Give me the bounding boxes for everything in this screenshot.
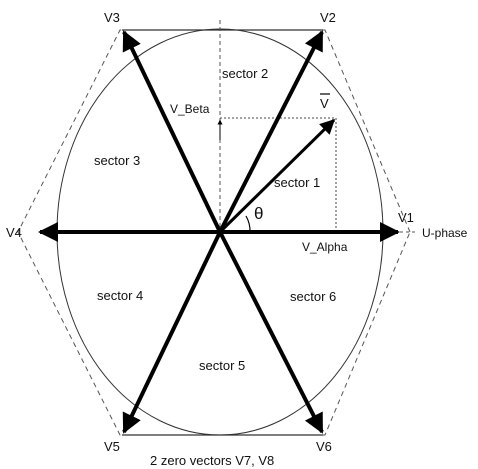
sector-label-6: sector 6 — [290, 289, 336, 304]
vector-v5-arrow — [122, 231, 222, 434]
reference-vector-arrow — [218, 118, 336, 234]
outer-dashed-hexagon — [17, 29, 411, 436]
v-beta-label: V_Beta — [170, 102, 210, 116]
vertex-label-v2: V2 — [320, 10, 336, 25]
sector-label-3: sector 3 — [94, 153, 140, 168]
vertex-label-v6: V6 — [316, 439, 332, 454]
reference-vector-label: V — [320, 96, 329, 111]
vector-v2-arrow — [218, 30, 324, 233]
theta-label: θ — [254, 204, 263, 223]
vertex-label-v5: V5 — [104, 439, 120, 454]
vector-v3-arrow — [122, 30, 222, 233]
sector-label-4: sector 4 — [97, 288, 143, 303]
sector-label-1: sector 1 — [274, 175, 320, 190]
u-phase-label: U-phase — [422, 226, 468, 240]
v-alpha-label: V_Alpha — [302, 240, 348, 254]
theta-arc — [245, 215, 251, 233]
vertex-label-v4: V4 — [6, 225, 22, 240]
vertex-label-v3: V3 — [104, 10, 120, 25]
sector-label-5: sector 5 — [199, 358, 245, 373]
sector-label-2: sector 2 — [222, 66, 268, 81]
vector-v6-arrow — [218, 231, 324, 434]
vertex-label-v1: V1 — [398, 210, 414, 225]
zero-vectors-caption: 2 zero vectors V7, V8 — [150, 453, 274, 468]
